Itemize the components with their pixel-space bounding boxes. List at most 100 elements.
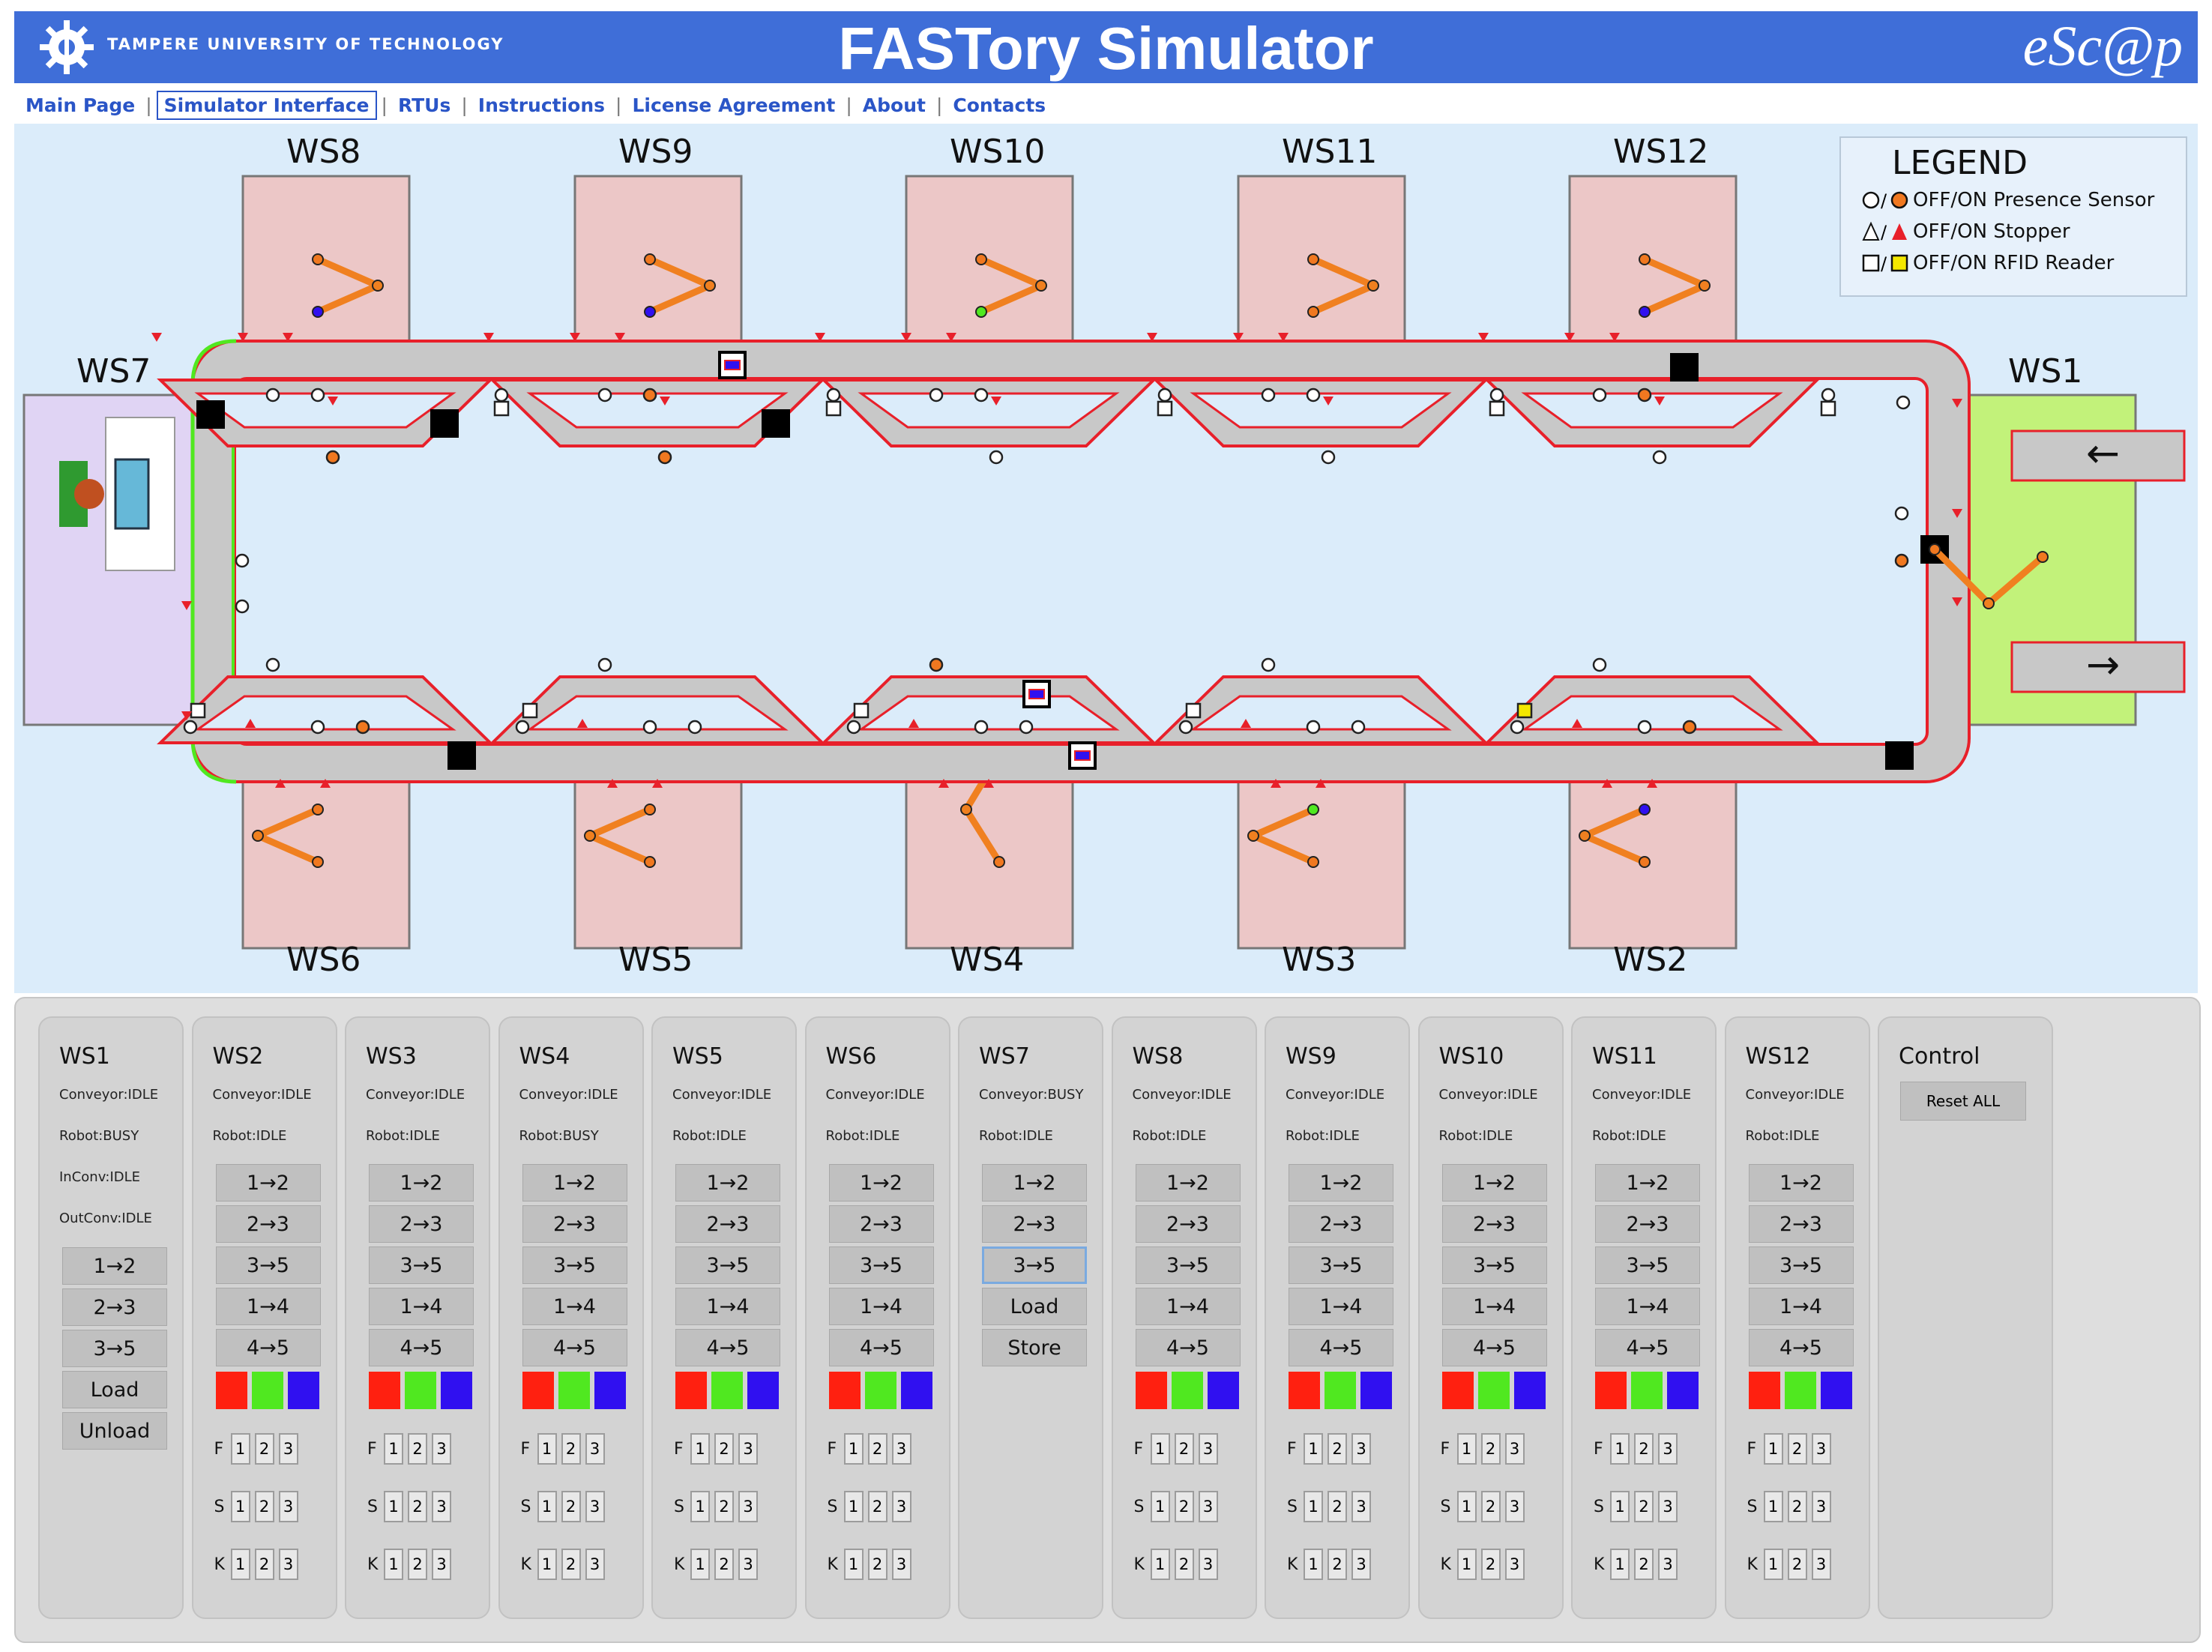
recipe-cell-f-1[interactable]: 1 <box>1150 1433 1170 1465</box>
move-button-3-to-5[interactable]: 3→5 <box>1135 1246 1241 1284</box>
move-button-2-to-3[interactable]: 2→3 <box>369 1205 474 1243</box>
move-button-3-to-5[interactable]: 3→5 <box>828 1246 934 1284</box>
recipe-cell-s-3[interactable]: 3 <box>278 1491 298 1522</box>
move-button-1-to-4[interactable]: 1→4 <box>1748 1288 1854 1325</box>
move-button-1-to-2[interactable]: 1→2 <box>675 1164 780 1202</box>
recipe-cell-k-1[interactable]: 1 <box>1304 1549 1323 1580</box>
recipe-cell-f-3[interactable]: 3 <box>1658 1433 1678 1465</box>
move-button-3-to-5[interactable]: 3→5 <box>215 1246 321 1284</box>
move-button-unload[interactable]: Unload <box>62 1412 167 1450</box>
move-button-4-to-5[interactable]: 4→5 <box>215 1329 321 1366</box>
recipe-cell-k-1[interactable]: 1 <box>843 1549 864 1580</box>
move-button-3-to-5[interactable]: 3→5 <box>1289 1246 1393 1284</box>
pen-green-button[interactable] <box>1477 1372 1510 1409</box>
pen-blue-button[interactable] <box>1207 1372 1239 1409</box>
recipe-cell-s-2[interactable]: 2 <box>1634 1491 1654 1522</box>
recipe-cell-s-1[interactable]: 1 <box>1150 1491 1170 1522</box>
move-button-2-to-3[interactable]: 2→3 <box>675 1205 780 1243</box>
move-button-4-to-5[interactable]: 4→5 <box>1748 1329 1854 1366</box>
recipe-cell-f-3[interactable]: 3 <box>278 1433 298 1465</box>
recipe-cell-s-2[interactable]: 2 <box>714 1491 734 1522</box>
pen-red-button[interactable] <box>522 1372 554 1409</box>
recipe-cell-k-2[interactable]: 2 <box>714 1549 734 1580</box>
recipe-cell-s-1[interactable]: 1 <box>384 1491 403 1522</box>
pen-blue-button[interactable] <box>441 1372 472 1409</box>
recipe-cell-k-2[interactable]: 2 <box>1174 1549 1194 1580</box>
recipe-cell-k-1[interactable]: 1 <box>1610 1549 1630 1580</box>
recipe-cell-s-3[interactable]: 3 <box>1504 1491 1525 1522</box>
recipe-cell-f-2[interactable]: 2 <box>1327 1433 1347 1465</box>
recipe-cell-s-1[interactable]: 1 <box>843 1491 864 1522</box>
move-button-3-to-5[interactable]: 3→5 <box>675 1246 780 1284</box>
pen-red-button[interactable] <box>215 1372 247 1409</box>
move-button-2-to-3[interactable]: 2→3 <box>982 1205 1087 1243</box>
move-button-1-to-4[interactable]: 1→4 <box>1289 1288 1393 1325</box>
recipe-cell-f-1[interactable]: 1 <box>384 1433 403 1465</box>
recipe-cell-f-2[interactable]: 2 <box>1787 1433 1807 1465</box>
move-button-4-to-5[interactable]: 4→5 <box>1595 1329 1700 1366</box>
recipe-cell-s-1[interactable]: 1 <box>1456 1491 1477 1522</box>
move-button-1-to-2[interactable]: 1→2 <box>522 1164 627 1202</box>
recipe-cell-f-3[interactable]: 3 <box>1504 1433 1525 1465</box>
recipe-cell-s-3[interactable]: 3 <box>1811 1491 1831 1522</box>
recipe-cell-k-3[interactable]: 3 <box>278 1549 298 1580</box>
recipe-cell-f-1[interactable]: 1 <box>843 1433 864 1465</box>
move-button-1-to-2[interactable]: 1→2 <box>982 1164 1087 1202</box>
move-button-2-to-3[interactable]: 2→3 <box>828 1205 934 1243</box>
recipe-cell-k-3[interactable]: 3 <box>1658 1549 1678 1580</box>
pen-blue-button[interactable] <box>900 1372 932 1409</box>
pen-red-button[interactable] <box>1748 1372 1780 1409</box>
recipe-cell-s-1[interactable]: 1 <box>537 1491 557 1522</box>
recipe-cell-f-3[interactable]: 3 <box>891 1433 911 1465</box>
move-button-1-to-4[interactable]: 1→4 <box>522 1288 627 1325</box>
pen-green-button[interactable] <box>558 1372 590 1409</box>
recipe-cell-s-3[interactable]: 3 <box>585 1491 605 1522</box>
recipe-cell-f-2[interactable]: 2 <box>867 1433 887 1465</box>
recipe-cell-f-2[interactable]: 2 <box>561 1433 581 1465</box>
recipe-cell-k-1[interactable]: 1 <box>384 1549 403 1580</box>
move-button-1-to-4[interactable]: 1→4 <box>369 1288 474 1325</box>
recipe-cell-f-2[interactable]: 2 <box>1480 1433 1501 1465</box>
pen-red-button[interactable] <box>1135 1372 1167 1409</box>
recipe-cell-k-3[interactable]: 3 <box>432 1549 451 1580</box>
move-button-1-to-4[interactable]: 1→4 <box>828 1288 934 1325</box>
pen-red-button[interactable] <box>1441 1372 1474 1409</box>
move-button-2-to-3[interactable]: 2→3 <box>1441 1205 1547 1243</box>
nav-link-main-page[interactable]: Main Page <box>25 94 136 116</box>
recipe-cell-k-2[interactable]: 2 <box>1787 1549 1807 1580</box>
recipe-cell-k-1[interactable]: 1 <box>690 1549 710 1580</box>
recipe-cell-k-3[interactable]: 3 <box>1351 1549 1371 1580</box>
move-button-3-to-5[interactable]: 3→5 <box>1595 1246 1700 1284</box>
recipe-cell-f-2[interactable]: 2 <box>714 1433 734 1465</box>
move-button-1-to-4[interactable]: 1→4 <box>1135 1288 1241 1325</box>
recipe-cell-s-2[interactable]: 2 <box>867 1491 887 1522</box>
pen-blue-button[interactable] <box>287 1372 319 1409</box>
recipe-cell-f-2[interactable]: 2 <box>1634 1433 1654 1465</box>
recipe-cell-s-3[interactable]: 3 <box>1198 1491 1218 1522</box>
recipe-cell-s-2[interactable]: 2 <box>1480 1491 1501 1522</box>
recipe-cell-s-2[interactable]: 2 <box>254 1491 274 1522</box>
move-button-4-to-5[interactable]: 4→5 <box>1289 1329 1393 1366</box>
recipe-cell-k-2[interactable]: 2 <box>1634 1549 1654 1580</box>
nav-link-simulator-interface[interactable]: Simulator Interface <box>156 90 377 120</box>
recipe-cell-k-1[interactable]: 1 <box>230 1549 250 1580</box>
move-button-2-to-3[interactable]: 2→3 <box>215 1205 321 1243</box>
recipe-cell-f-2[interactable]: 2 <box>254 1433 274 1465</box>
pen-blue-button[interactable] <box>594 1372 626 1409</box>
nav-link-contacts[interactable]: Contacts <box>953 94 1046 116</box>
recipe-cell-s-1[interactable]: 1 <box>690 1491 710 1522</box>
recipe-cell-k-2[interactable]: 2 <box>408 1549 427 1580</box>
move-button-load[interactable]: Load <box>982 1288 1087 1325</box>
pen-red-button[interactable] <box>828 1372 861 1409</box>
move-button-load[interactable]: Load <box>62 1371 167 1408</box>
recipe-cell-f-1[interactable]: 1 <box>690 1433 710 1465</box>
recipe-cell-s-1[interactable]: 1 <box>230 1491 250 1522</box>
move-button-2-to-3[interactable]: 2→3 <box>1135 1205 1241 1243</box>
recipe-cell-k-2[interactable]: 2 <box>1327 1549 1347 1580</box>
nav-link-license-agreement[interactable]: License Agreement <box>632 94 836 116</box>
move-button-1-to-2[interactable]: 1→2 <box>1289 1164 1393 1202</box>
move-button-store[interactable]: Store <box>982 1329 1087 1366</box>
recipe-cell-k-3[interactable]: 3 <box>738 1549 758 1580</box>
recipe-cell-k-2[interactable]: 2 <box>561 1549 581 1580</box>
recipe-cell-f-1[interactable]: 1 <box>230 1433 250 1465</box>
